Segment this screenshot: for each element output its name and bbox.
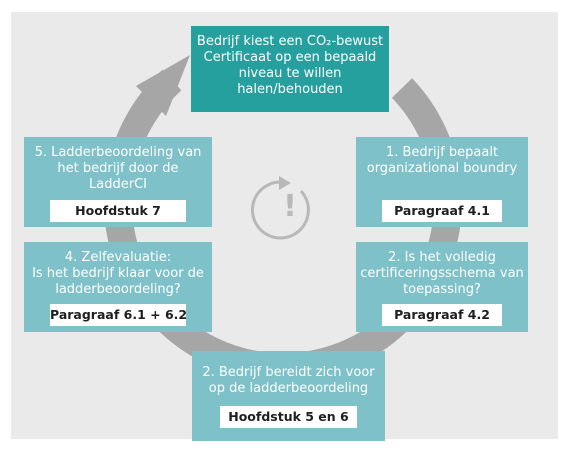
alert-exclamation-icon: ! [283, 189, 297, 224]
step-box-2: 2. Is het volledig certificeringsschema … [356, 242, 528, 332]
step-box-1: 1. Bedrijf bepaalt organizational boundr… [356, 137, 528, 227]
step-3-text: 2. Bedrijf bereidt zich voor op de ladde… [202, 365, 375, 396]
step-1-reference: Paragraaf 4.1 [382, 200, 502, 222]
step-box-4: 4. Zelfevaluatie: Is het bedrijf klaar v… [24, 242, 212, 332]
step-3-reference: Hoofdstuk 5 en 6 [220, 406, 357, 428]
cycle-arrowhead [136, 55, 190, 116]
cycle-alert-icon [250, 176, 310, 240]
goal-box: Bedrijf kiest een CO₂-bewust Certificaat… [191, 26, 389, 112]
step-5-text: 5. Ladderbeoordeling van het bedrijf doo… [34, 145, 202, 192]
step-box-3: 2. Bedrijf bereidt zich voor op de ladde… [192, 351, 385, 441]
step-5-reference: Hoofdstuk 7 [50, 200, 186, 222]
step-1-text: 1. Bedrijf bepaalt organizational boundr… [366, 145, 518, 176]
step-box-5: 5. Ladderbeoordeling van het bedrijf doo… [24, 137, 212, 227]
step-2-reference: Paragraaf 4.2 [382, 304, 502, 326]
step-2-text: 2. Is het volledig certificeringsschema … [360, 250, 524, 297]
step-4-reference: Paragraaf 6.1 + 6.2 [50, 304, 187, 326]
goal-text: Bedrijf kiest een CO₂-bewust Certificaat… [196, 34, 384, 97]
step-4-text: 4. Zelfevaluatie: Is het bedrijf klaar v… [32, 250, 204, 297]
